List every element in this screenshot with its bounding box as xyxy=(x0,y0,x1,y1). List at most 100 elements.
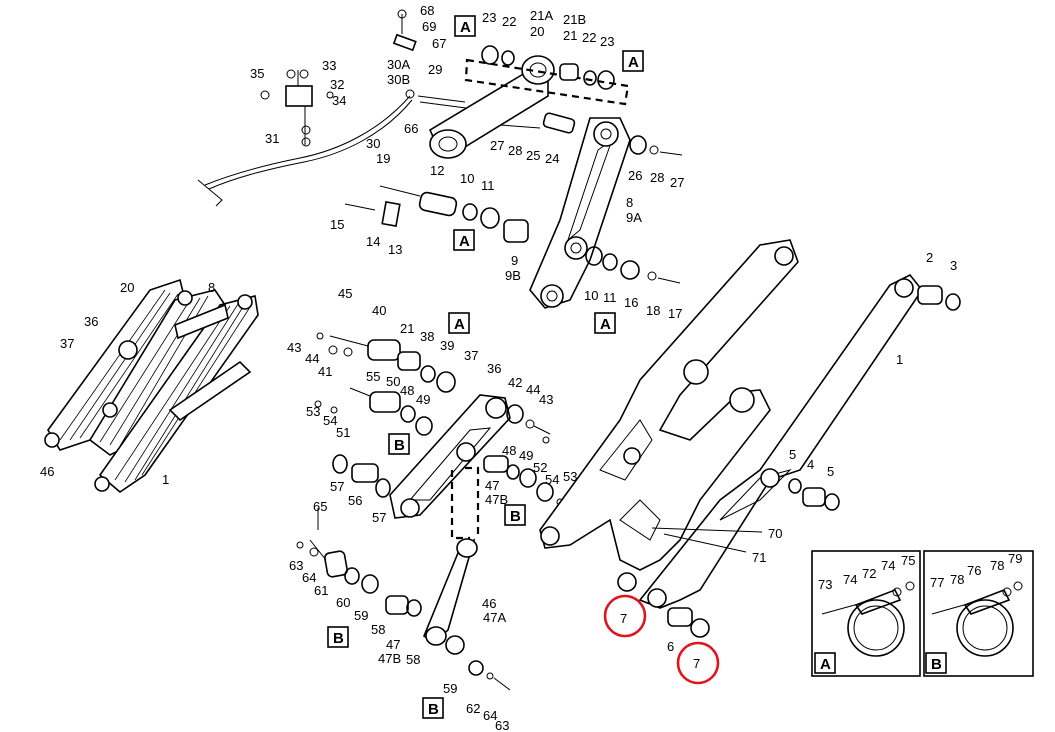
part-label: 21 xyxy=(400,321,414,336)
part-label: 8 xyxy=(208,280,215,295)
part-label: 39 xyxy=(440,338,454,353)
part-label: 38 xyxy=(420,329,434,344)
part-label: 30B xyxy=(387,72,410,87)
part-label: 64 xyxy=(483,708,497,723)
part-label: 45 xyxy=(338,286,352,301)
part-label: 47B xyxy=(378,651,401,666)
upper-link-assembly xyxy=(197,9,630,207)
part-label: 71 xyxy=(752,550,766,565)
tilt-link-assembly xyxy=(296,508,511,691)
part-label: 16 xyxy=(624,295,638,310)
part-label: 17 xyxy=(668,306,682,321)
part-label: 26 xyxy=(628,168,642,183)
part-label: 31 xyxy=(265,131,279,146)
part-label: 37 xyxy=(60,336,74,351)
part-label: 55 xyxy=(366,369,380,384)
part-label: 46 xyxy=(40,464,54,479)
box-marker: B xyxy=(333,630,344,647)
part-label: 35 xyxy=(250,66,264,81)
part-label: 57 xyxy=(372,510,386,525)
part-label: 14 xyxy=(366,234,380,249)
part-label: 49 xyxy=(416,392,430,407)
box-marker: A xyxy=(628,54,639,71)
part-label: 74 xyxy=(843,572,857,587)
part-label: 34 xyxy=(332,93,346,108)
part-label: 47 xyxy=(386,637,400,652)
part-label: 48 xyxy=(502,443,516,458)
part-label: 64 xyxy=(302,570,316,585)
part-label: 59 xyxy=(443,681,457,696)
part-label: 28 xyxy=(508,143,522,158)
part-label: 19 xyxy=(376,151,390,166)
part-label: 9 xyxy=(511,253,518,268)
part-label: 7 xyxy=(693,656,700,671)
part-label: 79 xyxy=(1008,551,1022,566)
part-label: 69 xyxy=(422,19,436,34)
part-label: 54 xyxy=(545,472,559,487)
part-label: 13 xyxy=(388,242,402,257)
part-label: 75 xyxy=(901,553,915,568)
part-label: 73 xyxy=(818,577,832,592)
part-label: 1 xyxy=(162,472,169,487)
assembled-view xyxy=(44,278,259,494)
highlight-circle-1 xyxy=(603,594,647,638)
part-label: 62 xyxy=(466,701,480,716)
part-label: 27 xyxy=(670,175,684,190)
part-label: 8 xyxy=(626,195,633,210)
part-label: 42 xyxy=(508,375,522,390)
box-marker: A xyxy=(600,316,611,333)
part-label: 20 xyxy=(120,280,134,295)
part-label: 36 xyxy=(84,314,98,329)
part-label: 49 xyxy=(519,448,533,463)
tilt-lever-assembly xyxy=(344,112,683,309)
part-label: 76 xyxy=(967,563,981,578)
part-label: 24 xyxy=(545,151,559,166)
part-label: 6 xyxy=(667,639,674,654)
part-label: 78 xyxy=(990,558,1004,573)
part-label: 36 xyxy=(487,361,501,376)
part-label: 37 xyxy=(464,348,478,363)
part-label: 47 xyxy=(485,478,499,493)
part-label: 63 xyxy=(289,558,303,573)
part-label: 65 xyxy=(313,499,327,514)
part-label: 58 xyxy=(371,622,385,637)
part-label: 58 xyxy=(406,652,420,667)
part-label: 74 xyxy=(881,558,895,573)
box-marker: A xyxy=(459,233,470,250)
part-labels: 68 69 67 23 22 21A 20 21B 21 22 23 35 33… xyxy=(40,3,1022,732)
part-label: 3 xyxy=(950,258,957,273)
part-label: 48 xyxy=(400,383,414,398)
part-label: 57 xyxy=(330,479,344,494)
part-label: 51 xyxy=(336,425,350,440)
part-label: 53 xyxy=(563,469,577,484)
highlight-circle-2 xyxy=(676,641,720,685)
part-label: 30A xyxy=(387,57,410,72)
part-label: 7 xyxy=(620,611,627,626)
part-label: 47B xyxy=(485,492,508,507)
part-label: 52 xyxy=(533,460,547,475)
part-label: 28 xyxy=(650,170,664,185)
part-label: 27 xyxy=(490,138,504,153)
detail-panels xyxy=(811,550,1034,677)
part-label: 68 xyxy=(420,3,434,18)
part-label: 20 xyxy=(530,24,544,39)
part-label: 56 xyxy=(348,493,362,508)
part-label: 2 xyxy=(926,250,933,265)
part-label: 61 xyxy=(314,583,328,598)
part-label: 23 xyxy=(600,34,614,49)
part-label: 4 xyxy=(807,457,814,472)
part-label: 43 xyxy=(287,340,301,355)
part-label: 22 xyxy=(582,30,596,45)
part-label: 21 xyxy=(563,28,577,43)
part-label: 29 xyxy=(428,62,442,77)
part-label: 66 xyxy=(404,121,418,136)
part-label: 77 xyxy=(930,575,944,590)
part-label: 78 xyxy=(950,572,964,587)
boom-arms xyxy=(539,239,961,638)
part-label: 72 xyxy=(862,566,876,581)
part-label: 41 xyxy=(318,364,332,379)
part-label: 21A xyxy=(530,8,553,23)
part-label: 47A xyxy=(483,610,506,625)
part-label: 10 xyxy=(460,171,474,186)
